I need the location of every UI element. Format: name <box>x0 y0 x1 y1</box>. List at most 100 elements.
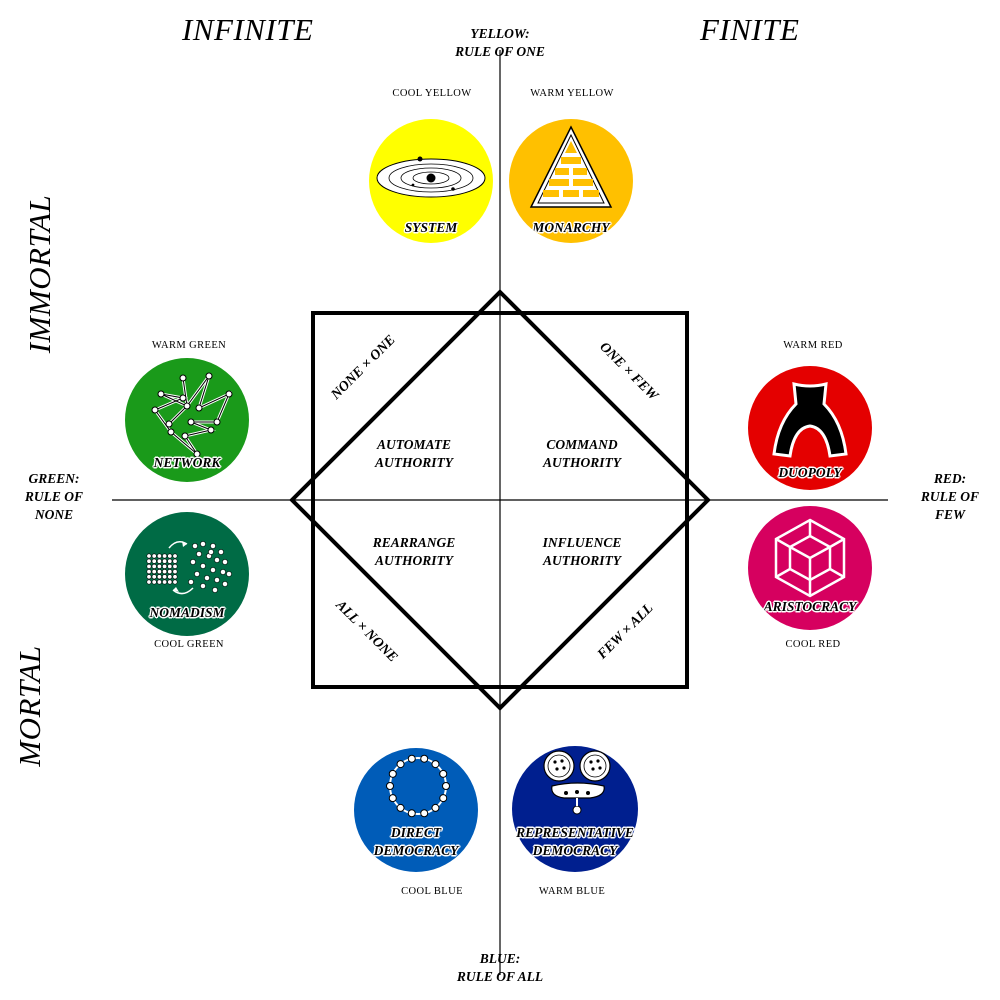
grid-dot <box>172 569 178 575</box>
tray-with-bowls-icon <box>543 750 611 815</box>
ring-bead <box>420 754 429 763</box>
grid-dot <box>162 574 168 580</box>
grid-dot <box>167 574 173 580</box>
network-graph-icon <box>151 372 233 458</box>
scatter-dot <box>212 587 218 593</box>
shade-label: COOL YELLOW <box>392 88 472 99</box>
axis-label-bottom: BLUE:RULE OF ALL <box>456 951 544 984</box>
scatter-dot <box>200 583 206 589</box>
ring-bead <box>442 782 450 790</box>
grid-dot <box>167 558 173 564</box>
mortal-title: MORTAL <box>12 645 47 767</box>
grid-dot <box>146 574 152 580</box>
shade-label: COOL RED <box>785 639 841 650</box>
ring-bead <box>439 769 448 778</box>
shade-label: WARM GREEN <box>151 340 227 351</box>
scatter-dot <box>200 563 206 569</box>
grid-dot <box>162 563 168 569</box>
badge-system: SYSTEM <box>369 119 493 243</box>
scatter-dot <box>188 579 194 585</box>
grid-dot <box>151 558 157 564</box>
ring-bead <box>388 769 397 778</box>
scatter-dots-icon <box>146 541 232 595</box>
grid-dot <box>167 579 173 585</box>
scatter-dot <box>208 549 214 555</box>
badge-label: NOMADISM <box>149 605 225 620</box>
grid-dot <box>156 563 162 569</box>
ring-bead <box>439 794 448 803</box>
grid-dot <box>156 558 162 564</box>
immortal-title: IMMORTAL <box>22 194 57 354</box>
ring-bead <box>388 794 397 803</box>
scatter-dot <box>222 581 228 587</box>
grid-dot <box>146 558 152 564</box>
scatter-dot <box>220 569 226 575</box>
scatter-dot <box>194 571 200 577</box>
grid-dot <box>162 553 168 559</box>
grid-dot <box>172 574 178 580</box>
scatter-dot <box>190 559 196 565</box>
infinite-title: INFINITE <box>182 12 314 47</box>
grid-dot <box>146 579 152 585</box>
scatter-dot <box>210 567 216 573</box>
grid-dot <box>151 579 157 585</box>
scatter-dot <box>210 543 216 549</box>
scatter-dot <box>200 541 206 547</box>
ring-bead <box>431 760 440 769</box>
badge-aristocracy: ARISTOCRACY <box>748 506 872 630</box>
ring-bead <box>396 760 405 769</box>
forked-arch-icon <box>772 382 848 458</box>
scatter-dot <box>222 559 228 565</box>
grid-dot <box>156 579 162 585</box>
shade-label: WARM BLUE <box>538 886 606 897</box>
finite-title: FINITE <box>700 12 800 47</box>
solar-system-icon <box>376 156 486 198</box>
badge-nomadism: NOMADISM <box>125 512 249 636</box>
badge-label: NETWORK <box>153 455 221 470</box>
bead-ring-icon <box>386 754 450 818</box>
badge-duopoly: DUOPOLY <box>748 366 872 490</box>
grid-dot <box>151 574 157 580</box>
scatter-dot <box>214 557 220 563</box>
scatter-dot <box>218 549 224 555</box>
grid-dot <box>156 569 162 575</box>
grid-dot <box>162 569 168 575</box>
ring-bead <box>407 809 416 818</box>
grid-dot <box>156 574 162 580</box>
scatter-dot <box>196 551 202 557</box>
grid-dot <box>172 553 178 559</box>
ring-bead <box>407 754 416 763</box>
shade-label: COOL BLUE <box>401 886 463 897</box>
authority-diamond <box>289 289 711 711</box>
badge-network: NETWORK <box>125 358 249 482</box>
ring-bead <box>396 803 405 812</box>
grid-dot <box>151 569 157 575</box>
grid-dot <box>156 553 162 559</box>
grid-dot <box>167 569 173 575</box>
scatter-dot <box>204 575 210 581</box>
ring-bead <box>386 782 394 790</box>
badge-monarchy: MONARCHY <box>509 119 633 243</box>
grid-dot <box>146 563 152 569</box>
grid-dot <box>172 579 178 585</box>
grid-dot <box>151 563 157 569</box>
authority-square <box>311 311 689 689</box>
scatter-dot <box>192 543 198 549</box>
grid-dot <box>146 569 152 575</box>
pyramid-icon <box>529 125 613 208</box>
scatter-dot <box>226 571 232 577</box>
grid-dot <box>146 553 152 559</box>
grid-dot <box>167 553 173 559</box>
scatter-dot <box>214 577 220 583</box>
axis-label-top: YELLOW:RULE OF ONE <box>455 26 545 59</box>
ring-bead <box>431 803 440 812</box>
badge-label: ARISTOCRACY <box>763 599 857 614</box>
